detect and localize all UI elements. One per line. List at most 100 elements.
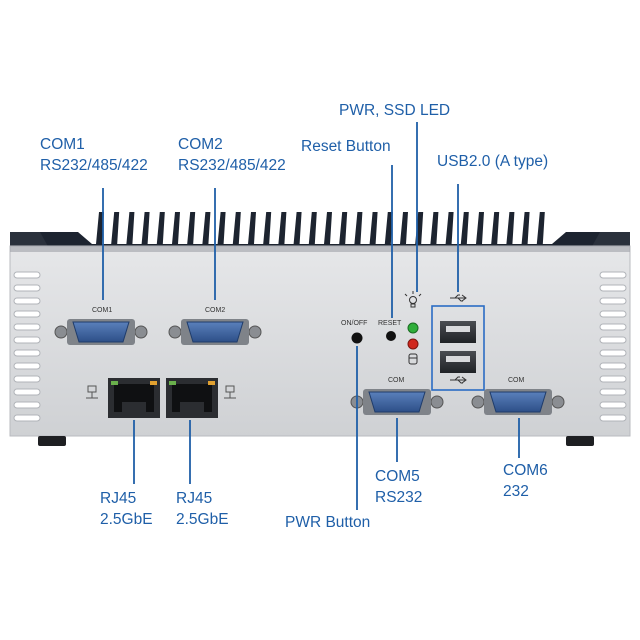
usb-port-2-tongue bbox=[446, 356, 470, 362]
vent-slot bbox=[599, 336, 627, 344]
vent-slot bbox=[13, 310, 41, 318]
storage-icon bbox=[408, 353, 418, 365]
heatsink-base bbox=[10, 232, 630, 246]
vent-slot bbox=[599, 284, 627, 292]
callout-com2: COM2 RS232/485/422 bbox=[178, 134, 286, 176]
heatsink-fin bbox=[248, 212, 256, 244]
heatsink-fin bbox=[384, 212, 393, 244]
lan-icon-right bbox=[224, 385, 236, 399]
heatsink-fin bbox=[506, 212, 515, 244]
vent-slots-left bbox=[13, 271, 41, 422]
heatsink-fin bbox=[324, 212, 332, 244]
foot-right bbox=[566, 436, 594, 446]
vent-slot bbox=[599, 362, 627, 370]
callout-pwr-ssd-led-line1: PWR, SSD LED bbox=[339, 102, 451, 119]
callout-com2-line1: COM2 bbox=[178, 136, 223, 153]
vent-slots-right bbox=[599, 271, 627, 422]
callout-rj45-1-line1: RJ45 bbox=[100, 490, 137, 507]
callout-com5-line2: RS232 bbox=[375, 489, 423, 506]
heatsink-fin bbox=[111, 212, 120, 244]
heatsink-fins bbox=[96, 212, 545, 244]
vent-slot bbox=[599, 349, 627, 357]
heatsink-fin bbox=[339, 212, 348, 244]
heatsink-fin bbox=[521, 212, 530, 244]
heatsink-fin bbox=[491, 212, 500, 244]
vent-slot bbox=[599, 401, 627, 409]
callout-com1-line2: RS232/485/422 bbox=[40, 157, 148, 174]
vent-slot bbox=[13, 284, 41, 292]
heatsink-fin bbox=[172, 212, 180, 244]
callout-com1: COM1 RS232/485/422 bbox=[40, 134, 148, 176]
callout-rj45-2: RJ45 2.5GbE bbox=[176, 488, 229, 530]
callout-pwr-ssd-led: PWR, SSD LED bbox=[339, 100, 450, 121]
heatsink-fin bbox=[187, 212, 196, 244]
leader-lines bbox=[102, 122, 520, 510]
heatsink-fin bbox=[263, 212, 272, 244]
heatsink-fin bbox=[308, 212, 317, 244]
heatsink-fin bbox=[369, 212, 378, 244]
callout-usb: USB2.0 (A type) bbox=[437, 151, 548, 172]
callout-reset-button-line1: Reset Button bbox=[301, 138, 391, 155]
vent-slot bbox=[599, 388, 627, 396]
heatsink-fin bbox=[141, 212, 150, 244]
vent-slot bbox=[599, 414, 627, 422]
callout-com6: COM6 232 bbox=[503, 460, 548, 502]
vent-slot bbox=[13, 388, 41, 396]
panel-label-reset: RESET bbox=[378, 320, 402, 327]
callout-reset-button: Reset Button bbox=[301, 136, 391, 157]
foot-left bbox=[38, 436, 66, 446]
callout-com1-line1: COM1 bbox=[40, 136, 85, 153]
heatsink-fin bbox=[460, 212, 469, 244]
bulb-icon bbox=[404, 291, 422, 308]
heatsink-fin bbox=[430, 212, 439, 244]
com6-port bbox=[471, 389, 565, 415]
ssd-led bbox=[407, 338, 419, 350]
vent-slot bbox=[13, 375, 41, 383]
panel-top-shadow bbox=[10, 246, 630, 252]
heatsink-fin bbox=[232, 212, 241, 244]
panel-label-com1: COM1 bbox=[92, 307, 112, 314]
heatsink-fin bbox=[202, 212, 211, 244]
callout-usb-line1: USB2.0 (A type) bbox=[437, 153, 549, 170]
vent-slot bbox=[599, 375, 627, 383]
vent-slot bbox=[13, 323, 41, 331]
usb-port-1-tongue bbox=[446, 326, 470, 332]
heatsink-fin bbox=[293, 212, 302, 244]
vent-slot bbox=[13, 401, 41, 409]
com5-port bbox=[350, 389, 444, 415]
rj45-port-2 bbox=[166, 378, 218, 418]
heatsink-fin bbox=[536, 212, 545, 244]
vent-slot bbox=[13, 336, 41, 344]
usb-icon-bottom bbox=[450, 376, 467, 384]
heatsink-fin bbox=[217, 212, 226, 244]
callout-rj45-1: RJ45 2.5GbE bbox=[100, 488, 153, 530]
callout-rj45-2-line1: RJ45 bbox=[176, 490, 213, 507]
callout-com5-line1: COM5 bbox=[375, 468, 420, 485]
heatsink-fin bbox=[476, 212, 484, 244]
vent-slot bbox=[13, 414, 41, 422]
callout-rj45-1-line2: 2.5GbE bbox=[100, 511, 153, 528]
panel-label-onoff: ON/OFF bbox=[341, 320, 367, 327]
com1-port bbox=[54, 319, 148, 345]
lan-icon-left bbox=[86, 385, 98, 399]
reset-button bbox=[386, 331, 396, 341]
panel-label-com2: COM2 bbox=[205, 307, 225, 314]
vent-slot bbox=[13, 297, 41, 305]
callout-com5: COM5 RS232 bbox=[375, 466, 422, 508]
callout-com2-line2: RS232/485/422 bbox=[178, 157, 286, 174]
vent-slot bbox=[599, 297, 627, 305]
heatsink-fin bbox=[156, 212, 165, 244]
usb-icon-top bbox=[450, 294, 467, 302]
callout-pwr-button: PWR Button bbox=[285, 512, 370, 533]
callout-rj45-2-line2: 2.5GbE bbox=[176, 511, 229, 528]
heatsink-fin bbox=[400, 212, 408, 244]
heatsink-fin bbox=[96, 212, 104, 244]
com2-port bbox=[168, 319, 262, 345]
vent-slot bbox=[599, 323, 627, 331]
usb-highlight-box bbox=[431, 305, 485, 391]
vent-slot bbox=[599, 310, 627, 318]
heatsink-fin bbox=[278, 212, 287, 244]
callout-pwr-button-line1: PWR Button bbox=[285, 514, 371, 531]
vent-slot bbox=[13, 349, 41, 357]
